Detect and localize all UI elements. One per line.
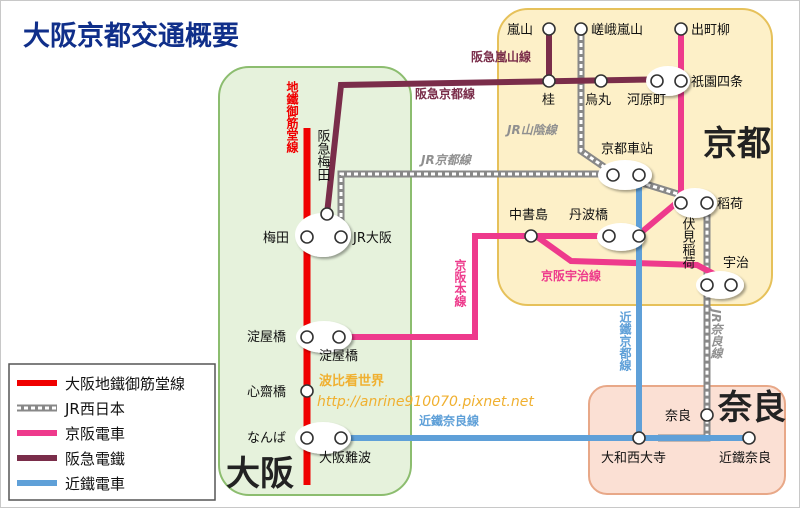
jr-kyoto-line-dash (339, 172, 613, 238)
station-label: 桂 (542, 93, 555, 108)
station-yodoyabashi-keihan[interactable] (332, 330, 346, 344)
station-label: 稻荷 (717, 197, 743, 212)
station-label: JR大阪 (352, 231, 392, 246)
station-kintetsu-nara[interactable] (742, 431, 756, 445)
line-label-jr-sanin: JR山陰線 (505, 123, 559, 137)
line-label-jr-nara: JR奈良線 (708, 307, 723, 359)
station-kyoto-jr[interactable] (606, 168, 620, 182)
legend-label: 京阪電車 (65, 425, 125, 443)
station-kawaramachi[interactable] (650, 74, 664, 88)
legend-label: 大阪地鐵御筋堂線 (65, 375, 185, 393)
station-label: 河原町 (627, 93, 666, 108)
region-label-kyoto: 京都 (703, 124, 771, 164)
station-label-vertical: 阪急梅田 (315, 129, 331, 181)
station-osaka-namba[interactable] (334, 431, 348, 445)
station-shinsaibashi[interactable] (300, 384, 314, 398)
station-kyoto-kintetsu[interactable] (632, 168, 646, 182)
station-label: なんば (247, 431, 286, 446)
station-jr-osaka[interactable] (334, 230, 348, 244)
legend-label: JR西日本 (64, 400, 125, 418)
legend-label: 近鐵電車 (65, 475, 125, 493)
region-label-osaka: 大阪 (226, 454, 294, 494)
station-saga-arashiyama[interactable] (574, 22, 588, 36)
station-blobs (295, 66, 744, 454)
hankyu-kyoto-line (324, 76, 682, 215)
stations (300, 22, 756, 445)
station-label: 梅田 (263, 231, 289, 246)
station-hankyu-umeda[interactable] (320, 207, 334, 221)
station-nara-jr[interactable] (700, 408, 714, 422)
station-yodoyabashi-subway[interactable] (300, 330, 314, 344)
station-tambabashi-keihan[interactable] (602, 229, 616, 243)
station-gion-shijo[interactable] (674, 74, 688, 88)
line-label-kintetsu-nara: 近鐵奈良線 (419, 413, 479, 428)
station-demachiyanagi[interactable] (674, 22, 688, 36)
station-label: 中書島 (509, 208, 548, 223)
station-label: 心齋橋 (247, 384, 286, 400)
line-label-jr-kyoto: JR京都線 (419, 153, 473, 167)
legend-label: 阪急電鐵 (65, 450, 125, 468)
station-arashiyama[interactable] (542, 22, 556, 36)
station-tambabashi-kintetsu[interactable] (632, 229, 646, 243)
station-label: 嵯峨嵐山 (591, 23, 643, 38)
line-label-hankyu-arashiyama: 阪急嵐山線 (471, 49, 531, 64)
station-namba[interactable] (300, 431, 314, 445)
station-label: 出町柳 (691, 23, 730, 38)
station-label: 烏丸 (585, 92, 611, 108)
station-label: 大阪難波 (319, 451, 371, 466)
hankyu-lines (324, 29, 682, 215)
line-label-kintetsu-kyoto: 近鐵京都線 (618, 310, 632, 372)
watermark-url: http://anrine910070.pixnet.net (317, 394, 534, 410)
map-title: 大阪京都交通概要 (23, 20, 239, 52)
station-label: 大和西大寺 (601, 451, 666, 466)
blob-umeda (295, 213, 351, 257)
station-uji-keihan[interactable] (700, 278, 714, 292)
station-label: 淀屋橋 (247, 330, 286, 345)
station-label: 淀屋橋 (319, 349, 358, 364)
station-chushojima[interactable] (524, 229, 538, 243)
blob-fushimi-inari (673, 188, 717, 218)
station-label: 奈良 (665, 408, 691, 424)
station-umeda[interactable] (300, 230, 314, 244)
blob-namba (295, 422, 351, 454)
blob-yodoyabashi (296, 321, 352, 353)
station-labels: 嵐山 嵯峨嵐山 出町柳 桂 烏丸 河原町 祇園四条 京都車站 稻荷 中書島 丹波… (247, 23, 771, 466)
line-label-subway-midosuji: 地鐵御筋堂線 (285, 80, 299, 154)
region-label-nara: 奈良 (717, 388, 786, 428)
station-uji-jr[interactable] (724, 278, 738, 292)
station-label: 丹波橋 (569, 208, 608, 223)
station-label: 近鐵奈良 (719, 450, 771, 466)
station-fushimi-inari[interactable] (674, 196, 688, 210)
station-label: 嵐山 (507, 23, 533, 38)
station-katsura[interactable] (542, 74, 556, 88)
station-label: 祇園四条 (691, 74, 743, 90)
station-karasuma[interactable] (594, 74, 608, 88)
station-label-vertical: 伏見稲荷 (680, 217, 696, 269)
station-label: 京都車站 (601, 142, 653, 157)
jr-sanin-line-dash (579, 29, 614, 175)
line-label-keihan-main: 京阪本線 (453, 258, 467, 308)
blob-gion (646, 66, 690, 96)
watermark-name: 波比看世界 (319, 373, 384, 389)
blob-kyoto-station (598, 160, 652, 190)
line-label-keihan-uji: 京阪宇治線 (541, 268, 601, 283)
station-inari[interactable] (700, 196, 714, 210)
blob-uji (696, 271, 744, 299)
station-label: 宇治 (723, 256, 749, 271)
kintetsu-lines (331, 176, 751, 441)
line-labels: 阪急嵐山線 阪急京都線 JR山陰線 JR京都線 京阪宇治線 近鐵奈良線 (415, 49, 601, 428)
station-yamato-saidaiji[interactable] (632, 431, 646, 445)
line-label-hankyu-kyoto: 阪急京都線 (415, 86, 475, 101)
